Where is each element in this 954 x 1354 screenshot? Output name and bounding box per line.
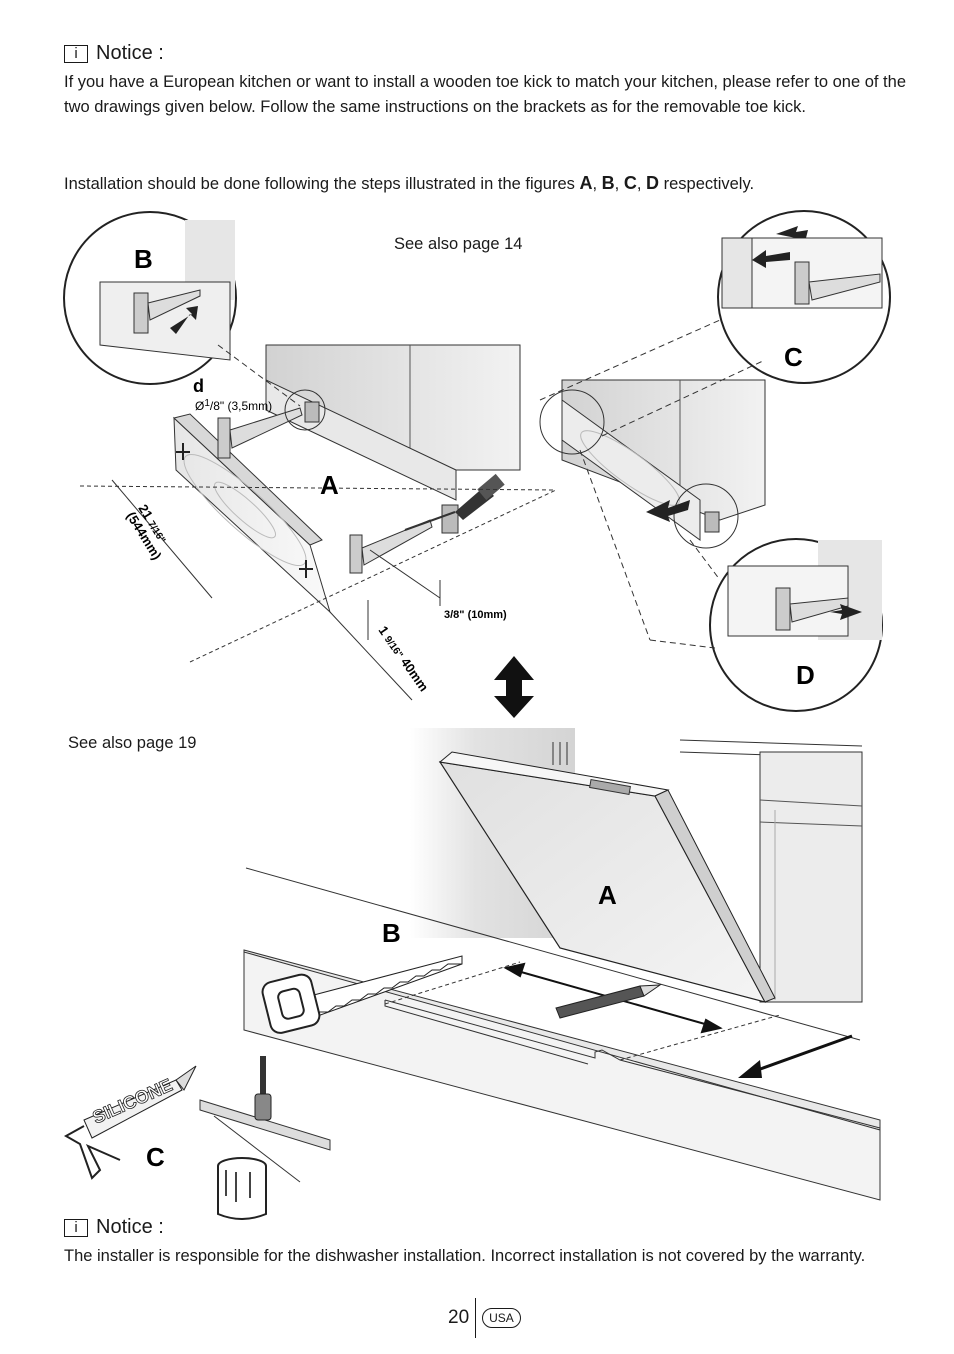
label-b: B: [134, 244, 153, 274]
steps-prefix: Installation should be done following th…: [64, 175, 580, 193]
notice-text-bottom: The installer is responsible for the dis…: [64, 1247, 866, 1265]
silicone-label: SILICONE: [89, 1075, 175, 1128]
label-d-small: d: [193, 376, 204, 396]
bracket-right: [349, 519, 433, 574]
cabinet-right: [679, 739, 863, 1003]
dimension-lines: [79, 479, 557, 701]
steps-suffix: respectively.: [659, 175, 755, 193]
dim-offset: 3/8" (10mm): [444, 609, 507, 621]
brush-icon: [254, 1056, 272, 1121]
steps-separator: ,: [592, 175, 602, 193]
notice-text-top: If you have a European kitchen or want t…: [64, 73, 906, 116]
toe-kick-cutting-figure: A B SILICONE: [63, 728, 881, 1220]
step-d-ref: D: [646, 173, 660, 193]
dishwasher-body-a: [265, 344, 521, 534]
notice-heading-top: i Notice :: [64, 42, 164, 65]
notice-title: Notice :: [96, 42, 164, 64]
saw-icon: [261, 955, 463, 1034]
info-icon: i: [64, 1218, 88, 1237]
steps-separator: ,: [636, 175, 647, 193]
page-footer: 20 USA: [448, 1298, 521, 1338]
notice-heading-bottom: i Notice :: [64, 1216, 164, 1239]
dishwasher-door-a: A: [438, 751, 776, 1003]
label-d: D: [796, 660, 815, 690]
dim-width: 21 7/16" (544mm): [124, 502, 168, 563]
toe-kick-installation-figure: B C D A d Ø1/8" (3: [63, 210, 891, 718]
install-steps-text: Installation should be done following th…: [64, 171, 912, 197]
bracket-left: [217, 407, 303, 459]
wooden-toe-kick-panel: [172, 413, 332, 614]
detail-circle-b: B: [63, 211, 237, 385]
see-also-page-14: See also page 14: [394, 235, 523, 253]
silicone-tube-icon: SILICONE: [63, 1065, 197, 1180]
dim-diameter: Ø1/8" (3,5mm): [195, 398, 272, 413]
pencil-icon: [555, 984, 662, 1019]
step-c-ref: C: [623, 173, 637, 193]
step-a-ref: A: [579, 173, 593, 193]
paint-can-icon: [217, 1157, 267, 1220]
footer-divider: [475, 1298, 477, 1338]
dishwasher-side-view: [539, 379, 766, 549]
svg-text:1 9/16" 40mm: 1 9/16" 40mm: [376, 623, 432, 694]
detail-circle-c: C: [717, 210, 891, 384]
sealed-edge: [199, 1099, 331, 1183]
screwdriver-icon: [404, 473, 505, 531]
double-arrow-icon: [494, 656, 534, 718]
detail-circle-d: D: [709, 538, 883, 712]
step-b-ref: B: [601, 173, 615, 193]
pull-arrow-icon: [738, 1034, 853, 1078]
dim-height: 1 9/16" 40mm: [376, 623, 432, 694]
info-icon: i: [64, 44, 88, 63]
see-also-page-19: See also page 19: [68, 734, 197, 752]
label-a-bottom: A: [598, 880, 617, 910]
label-c-bottom: C: [146, 1142, 165, 1172]
page-number: 20: [448, 1307, 470, 1328]
label-c: C: [784, 342, 803, 372]
label-a: A: [320, 470, 339, 500]
notice-title: Notice :: [96, 1216, 164, 1238]
toe-kick-board: [243, 867, 881, 1201]
region-badge: USA: [482, 1308, 521, 1328]
label-b-bottom: B: [382, 918, 401, 948]
steps-separator: ,: [614, 175, 624, 193]
